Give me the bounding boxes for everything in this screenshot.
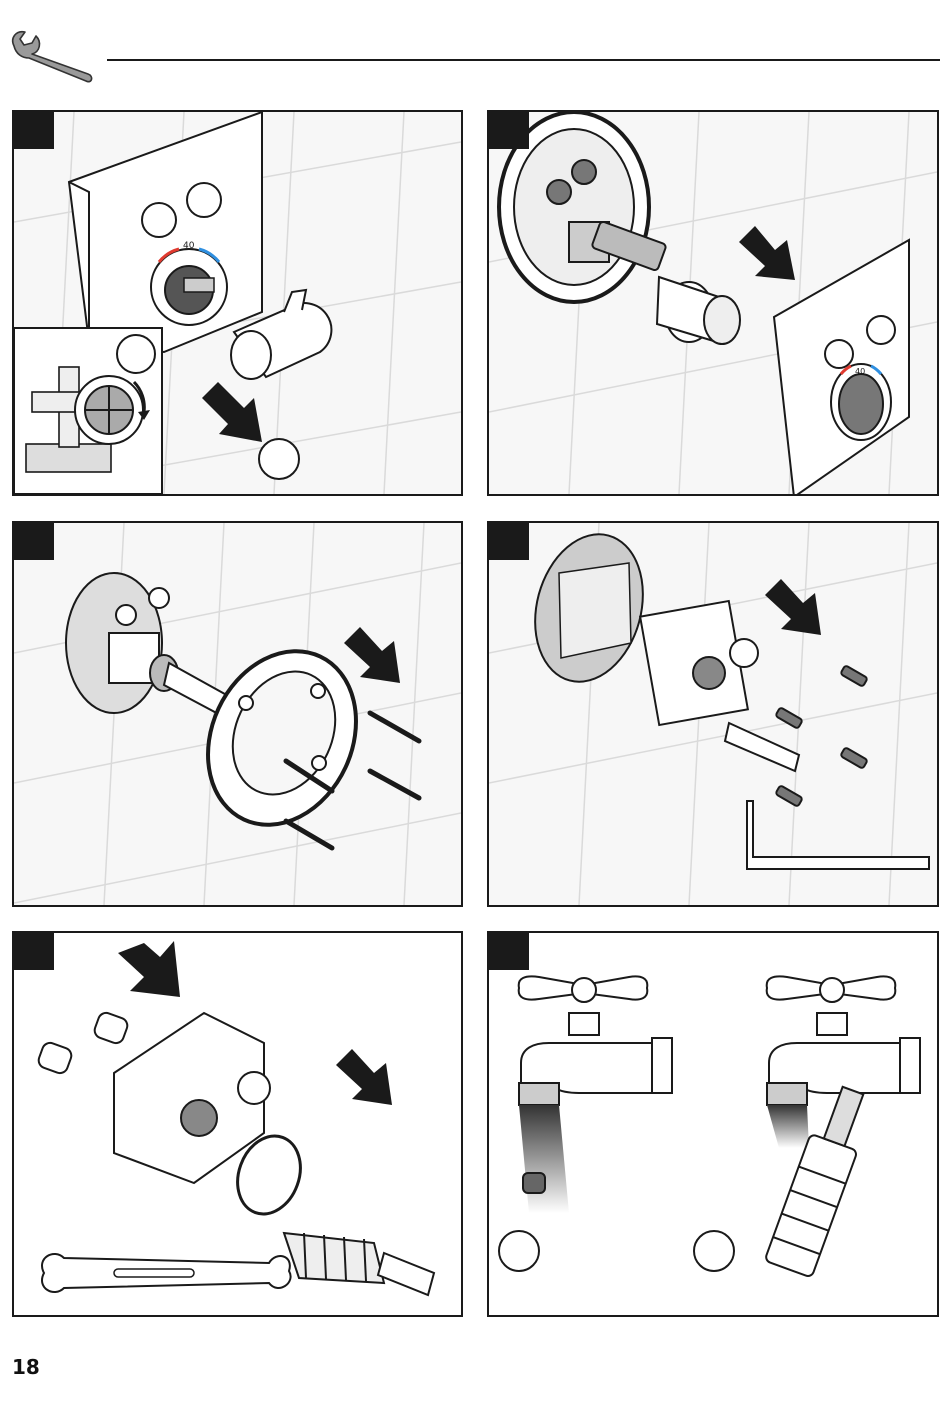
panel-remove-trim-plate: 40 (487, 110, 939, 496)
panel-remove-mounting-ring (12, 521, 463, 907)
illustration-remove-handle: 40 (14, 112, 461, 494)
page-number: 18 (12, 1355, 40, 1379)
panel-flush-supply (487, 931, 939, 1317)
illustration-remove-valve-body (489, 523, 937, 905)
panel-remove-cartridge (12, 931, 463, 1317)
callout-circle (499, 1231, 539, 1271)
callout-circle (694, 1231, 734, 1271)
illustration-flush-supply (489, 933, 937, 1315)
panel-remove-handle: 40 (12, 110, 463, 496)
illustration-remove-mounting-ring (14, 523, 461, 905)
step-marker (14, 112, 54, 149)
step-marker (14, 523, 54, 560)
wrench-icon (8, 28, 98, 84)
thermostat-label: 40 (855, 367, 865, 376)
callout-circle (259, 439, 299, 479)
thermostat-label: 40 (183, 241, 195, 251)
step-marker (14, 933, 54, 970)
illustration-remove-cartridge (14, 933, 461, 1315)
step-marker (489, 523, 529, 560)
panel-remove-valve-body (487, 521, 939, 907)
step-marker (489, 112, 529, 149)
step-marker (489, 933, 529, 970)
header-rule (107, 59, 940, 61)
illustration-remove-trim-plate: 40 (489, 112, 937, 494)
